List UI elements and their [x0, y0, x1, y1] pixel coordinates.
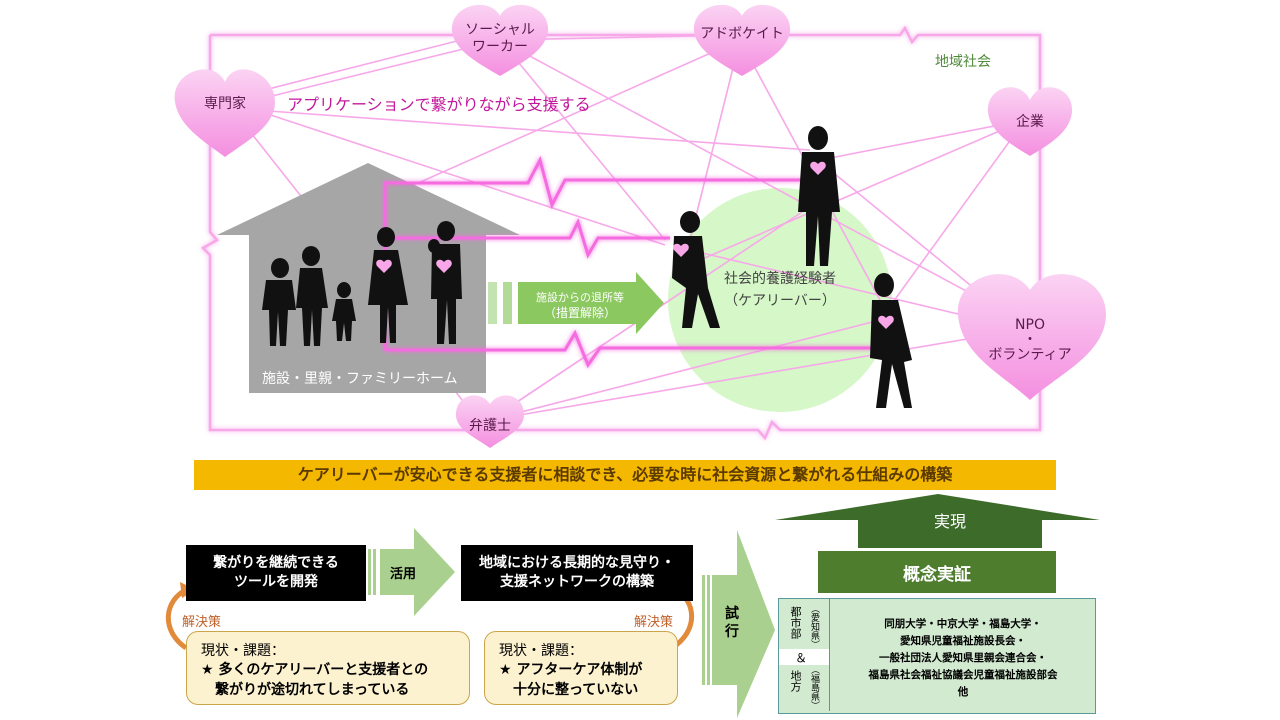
org-list: 同朋大学・中京大学・福島大学・ 愛知県児童福祉施設長会・ 一般社団法人愛知県里親…	[868, 618, 1058, 698]
issue-right-title: 現状・課題：	[499, 643, 583, 659]
issue-right-body: ★ アフターケア体制が 十分に整っていない	[499, 662, 643, 698]
careleaver-circle	[668, 188, 892, 412]
realize-label: 実現	[933, 512, 966, 531]
solution-left-label: 解決策	[182, 615, 222, 630]
poc-box: 概念実証	[818, 551, 1056, 593]
issue-right-box: 現状・課題： ★ アフターケア体制が 十分に整っていない	[484, 631, 678, 705]
leaving-label-2: （措置解除）	[543, 306, 616, 320]
careleaver-label-1: 社会的養護経験者	[724, 271, 836, 287]
tool-dev-box: 繋がりを継続できる ツールを開発	[186, 545, 366, 601]
rural-pref-label: （福島県）	[809, 665, 819, 710]
house-roof	[217, 163, 520, 235]
org-box	[778, 598, 1096, 714]
trial-label: 試 行	[725, 606, 739, 640]
urban-label: 都市部	[789, 606, 802, 639]
careleaver-label-2: （ケアリーバー）	[724, 293, 836, 309]
node-professional: 専門家	[204, 96, 246, 112]
star-icon: ★	[201, 662, 214, 678]
node-npo: NPO ・ ボランティア	[988, 317, 1072, 363]
node-lawyer: 弁護士	[469, 418, 511, 434]
region-divider	[779, 649, 829, 665]
issue-left-box: 現状・課題： ★ 多くのケアリーバーと支援者との 繋がりが途切れてしまっている	[186, 631, 470, 705]
supporter-hearts	[174, 4, 1107, 448]
node-social-worker: ソーシャル ワーカー	[465, 22, 535, 55]
node-company: 企業	[1016, 114, 1044, 130]
community-label: 地域社会	[935, 54, 991, 70]
connection-lines	[214, 29, 1026, 421]
node-advocate: アドボケイト	[700, 26, 784, 42]
rural-label: 地方	[789, 670, 802, 692]
issue-left-title: 現状・課題：	[201, 643, 285, 659]
leaving-label-1: 施設からの退所等	[536, 291, 624, 304]
careleaver-silhouettes	[672, 126, 912, 408]
family-silhouettes	[262, 221, 462, 346]
issue-left-body: ★ 多くのケアリーバーと支援者との 繋がりが途切れてしまっている	[201, 662, 429, 698]
star-icon: ★	[499, 662, 512, 678]
solution-right-label: 解決策	[634, 615, 674, 630]
amp-label: ＆	[795, 651, 808, 665]
transition-arrow	[488, 272, 664, 334]
small-hearts	[376, 161, 894, 329]
community-border	[200, 25, 1042, 441]
network-build-box: 地域における長期的な見守り・ 支援ネットワークの構築	[461, 545, 693, 601]
urban-pref-label: （愛知県）	[809, 604, 819, 649]
app-support-label: アプリケーションで繋がりながら支援する	[287, 95, 591, 114]
facility-label: 施設・里親・ファミリーホーム	[262, 371, 458, 387]
strong-connections	[383, 155, 880, 369]
use-label: 活用	[390, 567, 417, 582]
goal-banner: ケアリーバーが安心できる支援者に相談でき、必要な時に社会資源と繋がれる仕組みの構…	[194, 460, 1056, 490]
